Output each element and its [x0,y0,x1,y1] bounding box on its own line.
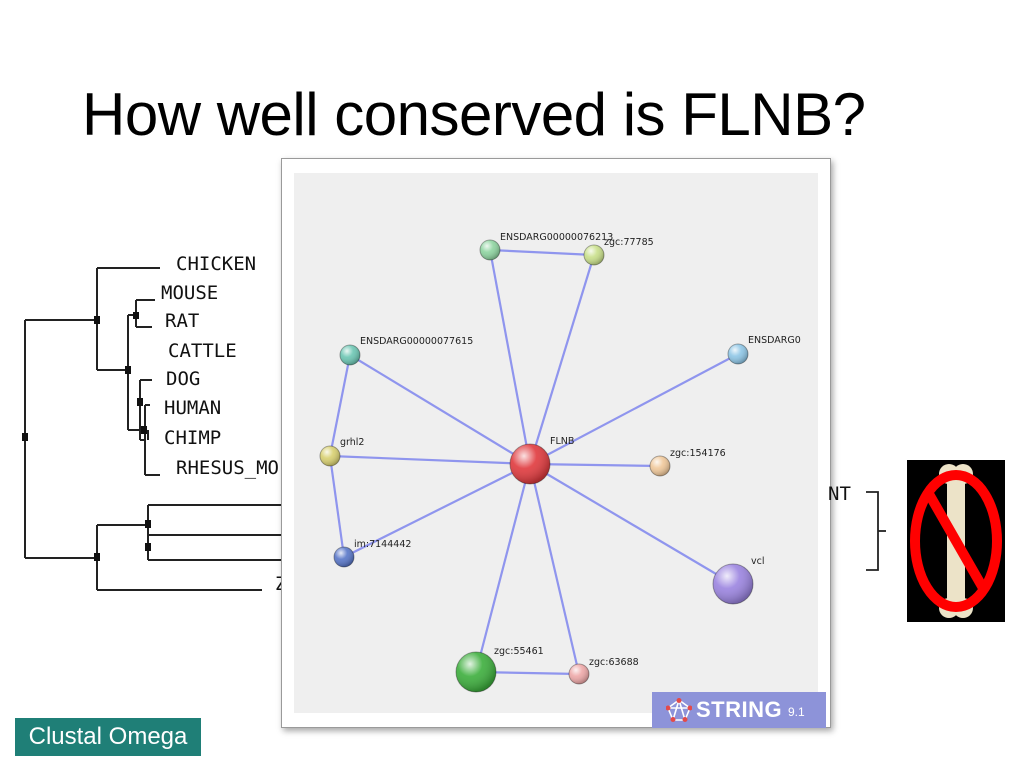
network-edge [328,354,352,457]
network-edge [488,249,532,465]
no-bone-icon [907,460,1005,622]
network-node-grhl2[interactable]: grhl2 [319,437,364,467]
tree-label-chicken: CHICKEN [176,253,256,275]
string-logo-badge[interactable]: STRING 9.1 [652,692,826,728]
network-edge [528,463,581,675]
network-node-ensdarg0[interactable]: ENSDARG0 [727,335,801,365]
network-node-label: zgc:63688 [589,657,639,668]
network-graph: FLNB ENSDARG00000076213zgc:77785ENSDARG00… [319,232,801,693]
network-node-ensdarg1[interactable]: ENSDARG00000076213 [479,232,613,261]
network-node-zgc63688[interactable]: zgc:63688 [568,657,639,685]
network-node-zgc77785[interactable]: zgc:77785 [583,237,654,266]
network-node-ensdarg77615[interactable]: ENSDARG00000077615 [339,336,473,366]
network-edge [528,254,596,465]
tree-label-chimp: CHIMP [164,427,221,449]
network-edge [529,353,739,465]
alignment-annotation: NT [828,483,886,571]
network-node-label: ENSDARG00000076213 [500,232,613,243]
network-node-zgc55461[interactable]: zgc:55461 [455,646,544,693]
network-node-label: zgc:77785 [604,237,654,248]
network-node-label: vcl [751,556,765,567]
network-node-vcl[interactable]: vcl [712,556,765,605]
annotation-label: NT [828,483,851,505]
clustal-omega-logo: Clustal Omega [15,718,201,756]
string-version: 9.1 [788,705,805,719]
network-node-zgc154176[interactable]: zgc:154176 [649,448,726,477]
tree-label-partial: Z [275,573,286,595]
network-node-label: zgc:154176 [670,448,726,459]
network-node-label: zgc:55461 [494,646,544,657]
network-edge [343,463,531,558]
network-node-label: grhl2 [340,437,364,448]
network-edge [529,462,661,468]
network-node-label: ENSDARG0 [748,335,801,346]
tree-label-rhesus: RHESUS_MO [176,457,279,479]
network-node-label: FLNB [550,436,574,447]
string-logo-text: STRING [696,697,783,722]
network-edge [329,454,531,466]
network-edge [349,354,531,465]
phylogenetic-tree: CHICKEN MOUSE RAT CATTLE DOG HUMAN CHIMP… [22,253,290,595]
tree-label-mouse: MOUSE [161,282,218,304]
network-edge [489,248,595,257]
network-node-label: im:7144442 [354,539,411,550]
slide-title: How well conserved is FLNB? [82,81,866,148]
tree-label-dog: DOG [166,368,200,390]
network-node-label: ENSDARG00000077615 [360,336,473,347]
network-edge [328,455,346,558]
tree-label-human: HUMAN [164,397,221,419]
network-node-flnb[interactable]: FLNB [509,436,574,485]
network-node-im7144442[interactable]: im:7144442 [333,539,411,568]
network-edge [529,463,734,585]
network-icon [666,698,692,722]
tree-label-cattle: CATTLE [168,340,237,362]
network-edge [474,463,532,673]
tree-label-rat: RAT [165,310,199,332]
